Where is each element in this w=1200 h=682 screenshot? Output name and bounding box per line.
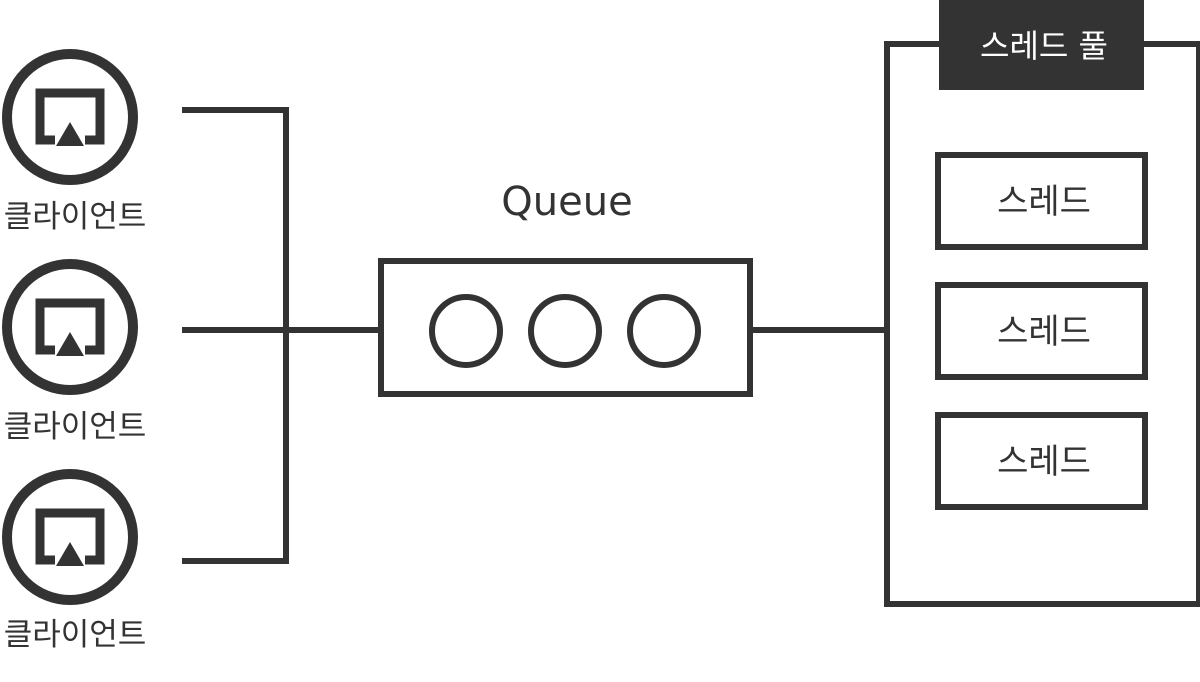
queue-slot (528, 294, 602, 368)
client-1: 클라이언트 (2, 49, 147, 235)
queue-box (378, 258, 753, 397)
thread-label: 스레드 (997, 442, 1091, 482)
queue: Queue (378, 179, 753, 397)
client-3: 클라이언트 (2, 469, 147, 653)
client-connector (182, 107, 382, 564)
cast-screen-icon (2, 259, 138, 395)
thread-label: 스레드 (997, 312, 1091, 352)
thread-box (935, 152, 1148, 250)
thread-pool-title: 스레드 풀 (980, 27, 1108, 65)
thread-box (935, 282, 1148, 380)
client-2: 클라이언트 (2, 259, 147, 445)
thread-pool-header (939, 0, 1144, 90)
cast-screen-icon (2, 469, 138, 605)
cast-screen-icon (2, 49, 138, 185)
client-label: 클라이언트 (4, 617, 147, 653)
thread-pool: 스레드 풀 스레드 스레드 스레드 (884, 0, 1200, 607)
queue-slot (627, 294, 701, 368)
client-label: 클라이언트 (4, 409, 147, 445)
thread-box (935, 412, 1148, 510)
queue-slot (429, 294, 503, 368)
queue-title: Queue (501, 179, 632, 225)
thread-label: 스레드 (997, 182, 1091, 222)
client-label: 클라이언트 (4, 199, 147, 235)
